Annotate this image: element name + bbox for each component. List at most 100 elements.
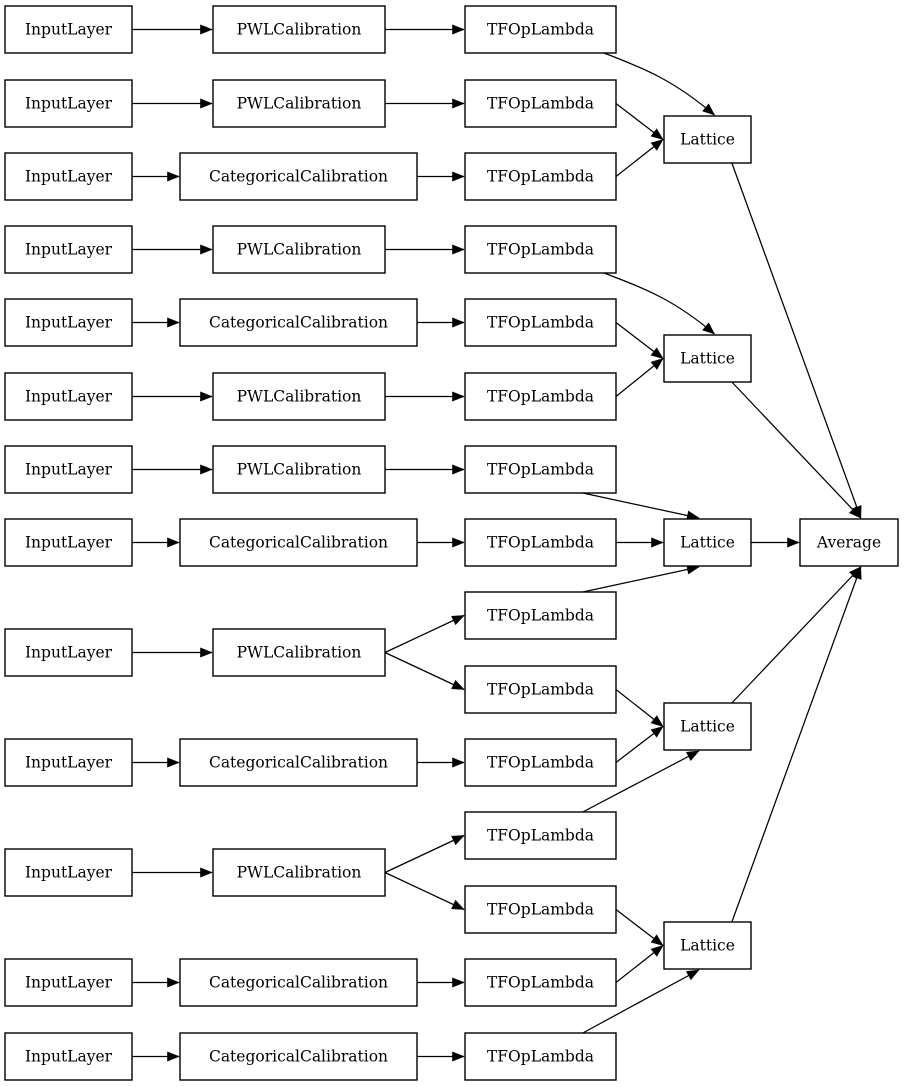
node-lambda-lam15[interactable]: TFOpLambda [464, 1032, 617, 1081]
node-input-in9[interactable]: InputLayer [4, 628, 133, 677]
node-box[interactable] [212, 628, 386, 677]
node-categorical-cal13[interactable]: CategoricalCalibration [179, 1032, 418, 1081]
node-box[interactable] [663, 921, 752, 970]
edge-in9-to-cal9 [132, 647, 213, 658]
node-box[interactable] [4, 225, 133, 274]
node-box[interactable] [179, 738, 418, 787]
node-pwl-cal7[interactable]: PWLCalibration [212, 445, 386, 494]
node-input-in1[interactable]: InputLayer [4, 5, 133, 54]
node-lambda-lam4[interactable]: TFOpLambda [464, 225, 617, 274]
node-pwl-cal9[interactable]: PWLCalibration [212, 628, 386, 677]
node-box[interactable] [464, 591, 617, 640]
node-box[interactable] [663, 334, 752, 383]
node-box[interactable] [212, 5, 386, 54]
node-pwl-cal4[interactable]: PWLCalibration [212, 225, 386, 274]
node-box[interactable] [4, 628, 133, 677]
node-box[interactable] [212, 848, 386, 897]
node-box[interactable] [4, 738, 133, 787]
node-categorical-cal12[interactable]: CategoricalCalibration [179, 958, 418, 1007]
node-box[interactable] [179, 1032, 418, 1081]
node-box[interactable] [179, 152, 418, 201]
nodes-layer: InputLayerInputLayerInputLayerInputLayer… [4, 5, 899, 1081]
node-box[interactable] [4, 372, 133, 421]
node-input-in7[interactable]: InputLayer [4, 445, 133, 494]
node-box[interactable] [464, 1032, 617, 1081]
node-input-in11[interactable]: InputLayer [4, 848, 133, 897]
node-pwl-cal11[interactable]: PWLCalibration [212, 848, 386, 897]
edge-in6-to-cal6 [132, 391, 213, 402]
node-input-in3[interactable]: InputLayer [4, 152, 133, 201]
node-box[interactable] [4, 79, 133, 128]
node-categorical-cal5[interactable]: CategoricalCalibration [179, 298, 418, 347]
node-box[interactable] [4, 445, 133, 494]
node-lattice-lat4[interactable]: Lattice [663, 702, 752, 751]
node-lambda-lam2[interactable]: TFOpLambda [464, 79, 617, 128]
node-box[interactable] [4, 298, 133, 347]
node-box[interactable] [464, 738, 617, 787]
node-box[interactable] [179, 958, 418, 1007]
node-box[interactable] [464, 372, 617, 421]
node-lambda-lam5[interactable]: TFOpLambda [464, 298, 617, 347]
node-lambda-lam14[interactable]: TFOpLambda [464, 958, 617, 1007]
node-lambda-lam3[interactable]: TFOpLambda [464, 152, 617, 201]
node-box[interactable] [4, 958, 133, 1007]
node-pwl-cal1[interactable]: PWLCalibration [212, 5, 386, 54]
node-lattice-lat3[interactable]: Lattice [663, 518, 752, 567]
node-box[interactable] [464, 811, 617, 860]
node-lambda-lam9[interactable]: TFOpLambda [464, 591, 617, 640]
node-input-in5[interactable]: InputLayer [4, 298, 133, 347]
node-box[interactable] [663, 702, 752, 751]
node-input-in8[interactable]: InputLayer [4, 518, 133, 567]
node-input-in13[interactable]: InputLayer [4, 1032, 133, 1081]
node-lambda-lam7[interactable]: TFOpLambda [464, 445, 617, 494]
node-box[interactable] [464, 445, 617, 494]
node-lambda-lam12[interactable]: TFOpLambda [464, 811, 617, 860]
node-box[interactable] [464, 665, 617, 714]
node-box[interactable] [179, 298, 418, 347]
node-box[interactable] [663, 518, 752, 567]
node-input-in10[interactable]: InputLayer [4, 738, 133, 787]
node-average-avg[interactable]: Average [799, 518, 899, 567]
node-box[interactable] [212, 225, 386, 274]
node-label: InputLayer [25, 754, 113, 772]
node-categorical-cal10[interactable]: CategoricalCalibration [179, 738, 418, 787]
node-lattice-lat5[interactable]: Lattice [663, 921, 752, 970]
node-input-in2[interactable]: InputLayer [4, 79, 133, 128]
node-pwl-cal6[interactable]: PWLCalibration [212, 372, 386, 421]
node-categorical-cal8[interactable]: CategoricalCalibration [179, 518, 418, 567]
node-box[interactable] [464, 298, 617, 347]
node-box[interactable] [464, 958, 617, 1007]
node-box[interactable] [799, 518, 899, 567]
node-box[interactable] [4, 152, 133, 201]
node-box[interactable] [663, 115, 752, 164]
node-lambda-lam10[interactable]: TFOpLambda [464, 665, 617, 714]
node-lattice-lat2[interactable]: Lattice [663, 334, 752, 383]
node-box[interactable] [464, 5, 617, 54]
edge-cal11-to-lam13 [384, 871, 465, 911]
node-box[interactable] [4, 848, 133, 897]
node-input-in6[interactable]: InputLayer [4, 372, 133, 421]
node-categorical-cal3[interactable]: CategoricalCalibration [179, 152, 418, 201]
node-box[interactable] [464, 225, 617, 274]
node-pwl-cal2[interactable]: PWLCalibration [212, 79, 386, 128]
node-input-in12[interactable]: InputLayer [4, 958, 133, 1007]
node-box[interactable] [212, 79, 386, 128]
node-box[interactable] [464, 152, 617, 201]
node-box[interactable] [464, 79, 617, 128]
node-input-in4[interactable]: InputLayer [4, 225, 133, 274]
node-box[interactable] [179, 518, 418, 567]
node-lambda-lam11[interactable]: TFOpLambda [464, 738, 617, 787]
node-lambda-lam1[interactable]: TFOpLambda [464, 5, 617, 54]
node-box[interactable] [464, 518, 617, 567]
node-lattice-lat1[interactable]: Lattice [663, 115, 752, 164]
node-box[interactable] [4, 5, 133, 54]
node-box[interactable] [212, 372, 386, 421]
edge-cal8-to-lam8 [417, 537, 465, 548]
node-lambda-lam8[interactable]: TFOpLambda [464, 518, 617, 567]
node-box[interactable] [212, 445, 386, 494]
node-box[interactable] [4, 1032, 133, 1081]
node-lambda-lam6[interactable]: TFOpLambda [464, 372, 617, 421]
node-box[interactable] [464, 885, 617, 934]
node-box[interactable] [4, 518, 133, 567]
node-lambda-lam13[interactable]: TFOpLambda [464, 885, 617, 934]
